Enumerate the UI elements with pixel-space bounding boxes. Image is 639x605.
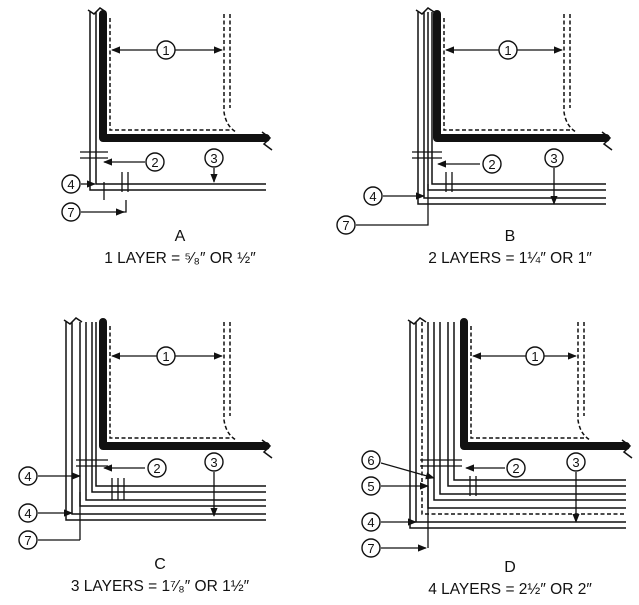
panel-b-letter: B: [504, 228, 516, 245]
panel-c-letter: C: [154, 556, 166, 573]
panel-b-drawing: [356, 7, 613, 226]
callout-4: 4: [67, 177, 74, 192]
panel-c-layers-text: 3 LAYERS = 1⁷⁄₈″ OR 1½″: [70, 578, 250, 595]
callout-3: 3: [572, 455, 579, 470]
callout-4: 4: [24, 506, 31, 521]
callout-2: 2: [512, 461, 519, 476]
callout-3: 3: [210, 151, 217, 166]
panel-d-drawing: [380, 317, 633, 552]
panel-d-layers-text: 4 LAYERS = 2½″ OR 2″: [428, 581, 592, 598]
panel-d-callouts: 1 2 3 6 5 4 7: [361, 346, 586, 558]
callout-4: 4: [24, 469, 31, 484]
callout-1: 1: [504, 43, 511, 58]
callout-7: 7: [342, 218, 349, 233]
callout-1: 1: [531, 349, 538, 364]
callout-7: 7: [67, 205, 74, 220]
callout-5: 5: [367, 479, 374, 494]
callout-4: 4: [367, 515, 374, 530]
callout-3: 3: [210, 455, 217, 470]
callout-1: 1: [162, 349, 169, 364]
callout-7: 7: [24, 533, 31, 548]
panel-c-callouts: 1 2 3 4 4 7: [18, 346, 224, 550]
callout-4: 4: [369, 189, 376, 204]
panel-d-letter: D: [504, 559, 516, 576]
panel-a-letter: A: [174, 228, 186, 245]
callout-2: 2: [151, 155, 158, 170]
panel-b-callouts: 1 2 3 4 7: [336, 40, 564, 235]
panel-a-layers-text: 1 LAYER = ⁵⁄₈″ OR ½″: [104, 250, 256, 267]
panel-b-layers-text: 2 LAYERS = 1¼″ OR 1″: [428, 250, 592, 267]
panel-c-drawing: [38, 317, 273, 541]
callout-2: 2: [153, 461, 160, 476]
callout-3: 3: [550, 151, 557, 166]
callout-2: 2: [488, 157, 495, 172]
panel-a-drawing: [80, 7, 273, 216]
callout-7: 7: [367, 541, 374, 556]
panel-a-callouts: 1 2 3 4 7: [61, 40, 224, 222]
callout-6: 6: [367, 453, 374, 468]
callout-1: 1: [162, 43, 169, 58]
